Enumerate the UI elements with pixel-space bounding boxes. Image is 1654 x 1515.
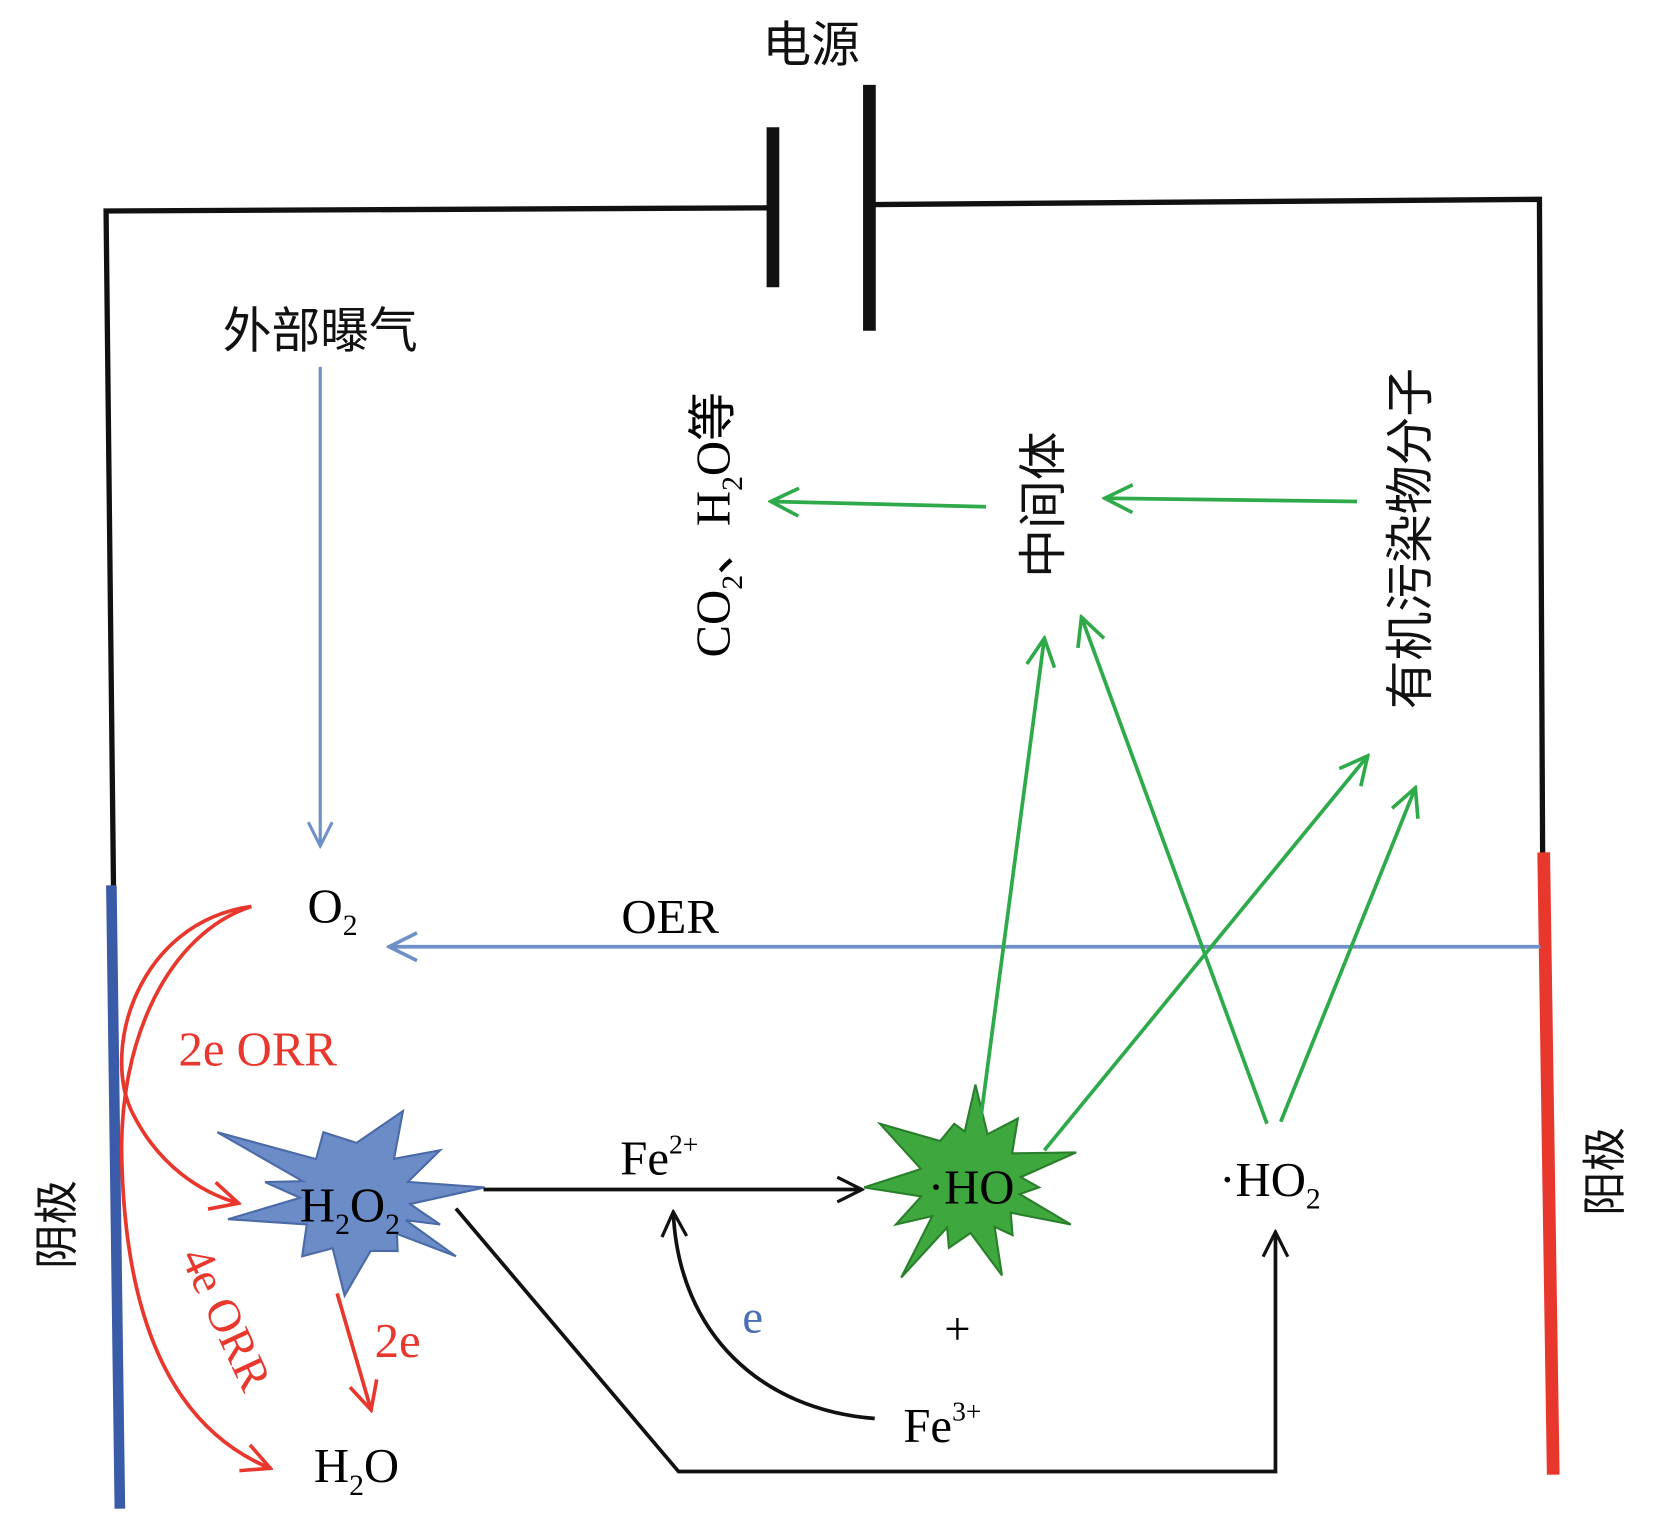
h2o2-decomposition-label: 2e bbox=[375, 1314, 421, 1368]
wire-right bbox=[869, 196, 1546, 855]
intermediate-label: 中间体 bbox=[1016, 432, 1072, 578]
ho2-radical-label: ·HO2 bbox=[1219, 1153, 1321, 1216]
anode-label: 阳极 bbox=[1580, 1127, 1631, 1216]
products-label: CO2、H2O等 bbox=[686, 392, 749, 657]
anode-electrode bbox=[1537, 852, 1560, 1475]
pollutant-to-intermediate-arrow bbox=[1105, 498, 1358, 501]
wire-left bbox=[103, 205, 773, 887]
orr-4e-label: 4e ORR bbox=[170, 1239, 282, 1399]
o2-label: O2 bbox=[308, 879, 358, 942]
h2o-label: H2O bbox=[314, 1439, 399, 1502]
ho-radical-star-shape bbox=[863, 1084, 1077, 1279]
ho2-to-pollutant-arrow bbox=[1279, 788, 1416, 1123]
cathode-label: 阴极 bbox=[32, 1180, 83, 1269]
h2o2-label: H2O2 bbox=[300, 1178, 400, 1241]
intermediate-to-products-arrow bbox=[771, 501, 987, 506]
organic-pollutant-label: 有机污染物分子 bbox=[1383, 368, 1439, 709]
ho2-to-intermediate-arrow bbox=[1081, 617, 1269, 1125]
oer-label: OER bbox=[621, 890, 719, 944]
h2o2-decomposition-arrow bbox=[335, 1292, 371, 1410]
power-source-label: 电源 bbox=[762, 17, 860, 73]
electron-label: e bbox=[742, 1292, 763, 1344]
fe2-label: Fe2+ bbox=[620, 1128, 698, 1185]
h2o2-star-shape bbox=[216, 1108, 485, 1299]
ho-to-intermediate-arrow bbox=[978, 638, 1045, 1119]
cathode-electrode bbox=[106, 885, 126, 1509]
fe3-reduction-arrow bbox=[673, 1212, 875, 1421]
plus-sign: + bbox=[944, 1303, 970, 1355]
fe3-label: Fe3+ bbox=[903, 1396, 981, 1453]
orr-2e-label: 2e ORR bbox=[178, 1022, 337, 1076]
ho2-formation-arrow bbox=[454, 1207, 1276, 1474]
orr-4e-arrow bbox=[119, 904, 271, 1468]
ho-radical-label: ·HO bbox=[928, 1160, 1015, 1214]
aeration-label: 外部曝气 bbox=[223, 304, 418, 360]
